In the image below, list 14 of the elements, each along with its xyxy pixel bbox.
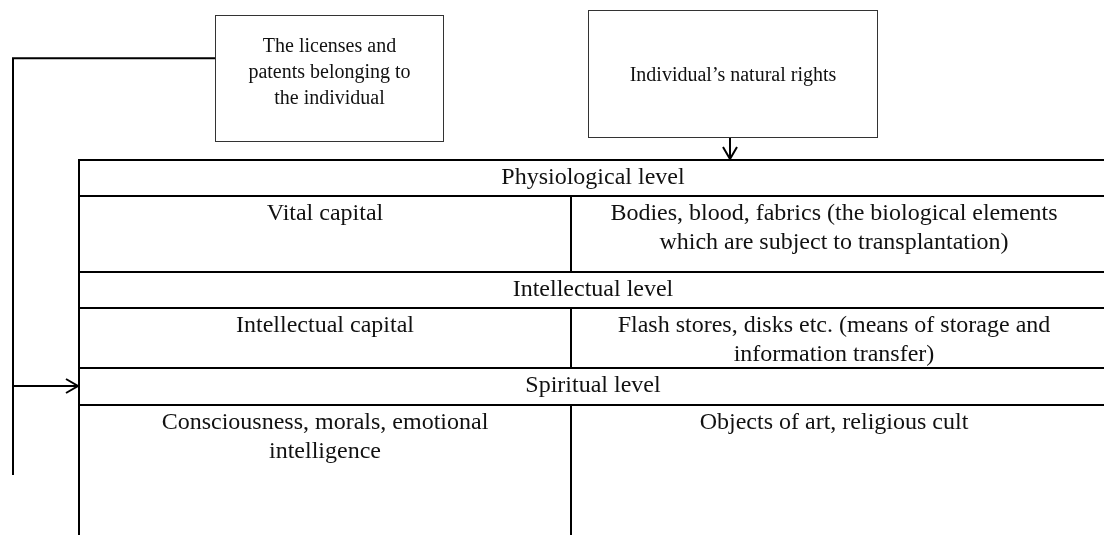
text-box: The licenses and patents belonging to the individual <box>215 15 444 142</box>
level-heading: Physiological level <box>80 161 1104 197</box>
arrow <box>12 57 216 476</box>
table-cell: Flash stores, disks etc. (means of storage and information transfer) <box>572 309 1104 369</box>
text-box: Individual’s natural rights <box>588 10 878 138</box>
level-heading: Spiritual level <box>80 369 1104 406</box>
table-cell: Intellectual capital <box>80 309 572 369</box>
table <box>78 159 1104 535</box>
table-cell: Objects of art, religious cult <box>572 406 1104 535</box>
table-cell: Vital capital <box>80 197 572 273</box>
table-cell: Bodies, blood, fabrics (the biological elements which are subject to transplantation) <box>572 197 1104 273</box>
level-heading: Intellectual level <box>80 273 1104 309</box>
arrow <box>722 137 738 160</box>
table-cell: Consciousness, morals, emotional intelligence <box>80 406 572 535</box>
